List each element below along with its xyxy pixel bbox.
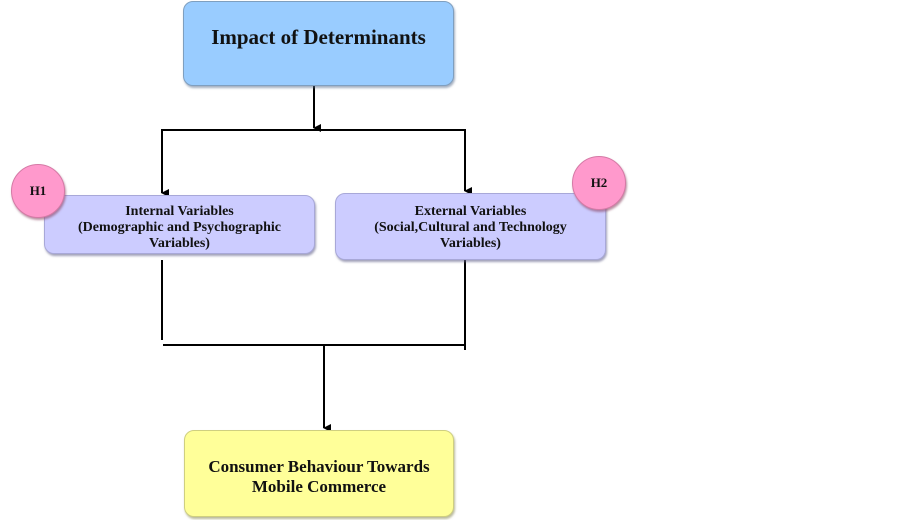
hypothesis-h1-badge: H1 [11, 164, 65, 218]
internal-variables-subtitle-end: Variables) [149, 236, 210, 251]
internal-variables-subtitle: (Demographic and Psychographic [78, 220, 281, 235]
external-variables-subtitle: (Social,Cultural and Technology [374, 220, 567, 235]
impact-of-determinants-node: Impact of Determinants [183, 1, 454, 86]
consumer-behaviour-node: Consumer Behaviour Towards Mobile Commer… [184, 430, 454, 517]
external-variables-node: External Variables (Social,Cultural and … [335, 193, 606, 260]
internal-variables-node: Internal Variables (Demographic and Psyc… [44, 195, 315, 254]
consumer-behaviour-line1: Consumer Behaviour Towards [208, 456, 430, 476]
consumer-behaviour-line2: Mobile Commerce [251, 476, 387, 496]
impact-of-determinants-label: Impact of Determinants [211, 25, 426, 49]
hypothesis-h1-label: H1 [29, 183, 47, 198]
hypothesis-h2-label: H2 [590, 175, 608, 190]
hypothesis-h2-badge: H2 [572, 156, 626, 210]
internal-variables-title: Internal Variables [125, 204, 234, 219]
external-variables-subtitle-end: Variables) [440, 236, 501, 251]
external-variables-title: External Variables [414, 204, 527, 219]
